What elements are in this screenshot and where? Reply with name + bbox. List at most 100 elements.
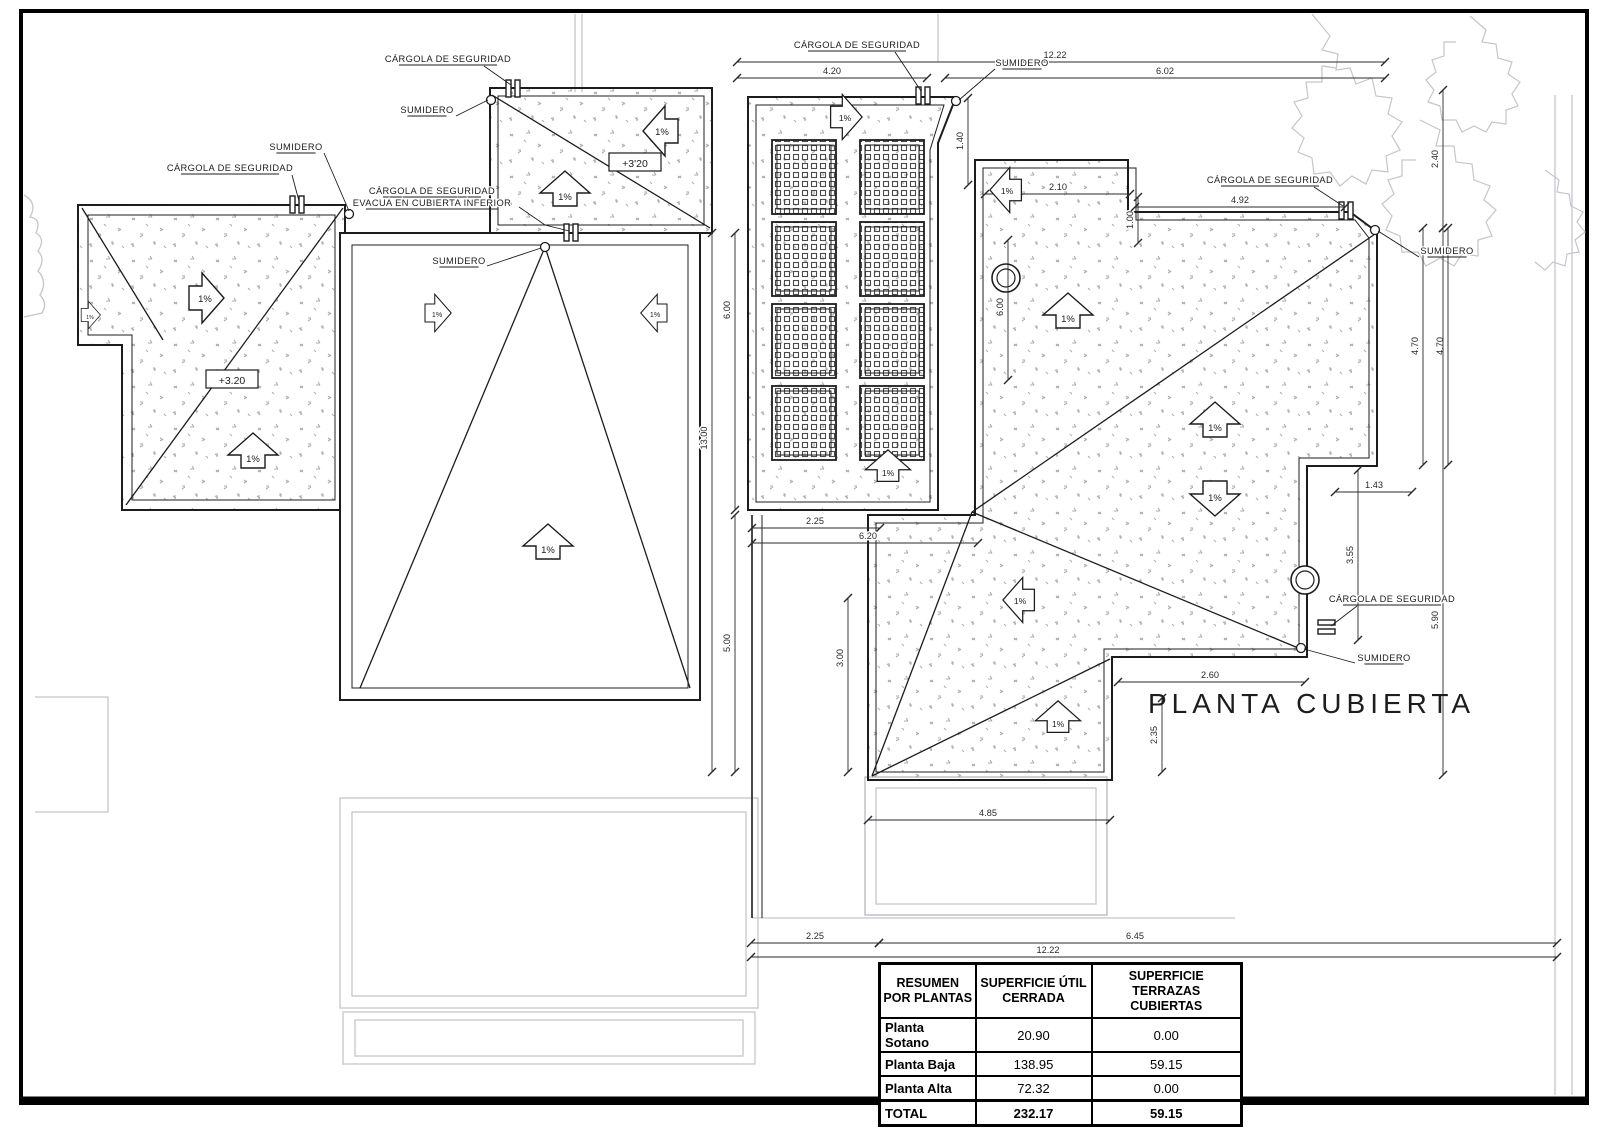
dimension-label: 2.10 <box>1049 182 1067 192</box>
lower-terrace-edge <box>751 515 763 918</box>
slope-label: 1% <box>558 192 572 203</box>
roof-top-middle <box>489 87 713 234</box>
slope-label: 1% <box>650 311 661 319</box>
annotation-label: CÁRGOLA DE SEGURIDAD <box>167 163 293 173</box>
skylight <box>771 221 837 297</box>
slope-label: 1% <box>1001 186 1014 196</box>
annotation-label: SUMIDERO <box>400 105 453 115</box>
dimension: 1.43 <box>1330 479 1417 497</box>
slope-arrow: 1% <box>829 92 863 142</box>
annotation: CÁRGOLA DE SEGURIDAD <box>166 162 300 202</box>
dimension: 4.20 <box>732 65 932 83</box>
slope-arrow: 1% <box>1188 480 1242 517</box>
slope-arrow: 1% <box>1033 700 1083 734</box>
dimension: 6.00 <box>994 235 1013 385</box>
table-total-row: TOTAL 232.17 59.15 <box>878 1099 1243 1127</box>
dimension-label: 5.00 <box>722 634 732 652</box>
vegetation-outline <box>1291 13 1586 271</box>
dimension-label: 3.00 <box>835 649 845 667</box>
skylight <box>859 139 925 215</box>
dimension-label: 4.70 <box>1435 337 1445 355</box>
slope-label: 1% <box>1052 719 1065 729</box>
dimension: 13.00 <box>698 228 717 777</box>
dimension: 2.25 <box>746 930 884 948</box>
dimension: 12.22 <box>746 944 1562 962</box>
annotation-label: CÁRGOLA DE SEGURIDAD <box>369 186 495 196</box>
header-resumen: RESUMEN POR PLANTAS <box>878 962 977 1020</box>
dimension-label: 12.22 <box>1037 945 1060 955</box>
table-row: Planta Alta 72.32 0.00 <box>878 1075 1243 1102</box>
total-util: 232.17 <box>974 1099 1093 1127</box>
slope-arrow: 1% <box>1188 401 1242 438</box>
annotation-label: SUMIDERO <box>995 58 1048 68</box>
row-label: Planta Sotano <box>878 1017 977 1054</box>
slope-arrow: 1% <box>521 523 575 560</box>
annotation-layer: CÁRGOLA DE SEGURIDAD SUMIDERO SUMIDERO CÁRG… <box>166 39 1475 665</box>
level-marker: +3'20 <box>608 152 662 172</box>
level-label: +3'20 <box>622 158 648 170</box>
annotation: SUMIDERO <box>1303 648 1412 665</box>
dimension-label: 4.92 <box>1231 195 1249 205</box>
slope-arrow: 1% <box>188 271 225 325</box>
level-marker-layer: +3.20 +3'20 <box>205 152 662 389</box>
dimension-label: 3.55 <box>1345 546 1355 564</box>
level-marker: +3.20 <box>205 369 259 389</box>
drain-symbols <box>343 94 1381 654</box>
annotation-label: SUMIDERO <box>1357 653 1410 663</box>
dimension: 6.20 <box>747 530 983 548</box>
dimension: 3.00 <box>834 593 853 777</box>
dimension-label: 6.00 <box>722 301 732 319</box>
row-label: Planta Alta <box>878 1075 977 1102</box>
row-terrazas: 0.00 <box>1090 1075 1243 1102</box>
row-label: Planta Baja <box>878 1051 977 1078</box>
skylight <box>771 385 837 461</box>
skylight <box>859 385 925 461</box>
dimension: 3.55 <box>1344 465 1363 645</box>
table-row: Planta Sotano 20.90 0.00 <box>878 1017 1243 1054</box>
dimension-label: 4.70 <box>1410 337 1420 355</box>
dimension-label: 2.25 <box>806 516 824 526</box>
slope-label: 1% <box>839 113 852 123</box>
sheet-frame <box>19 9 1589 1105</box>
dimension-label: 6.45 <box>1126 931 1144 941</box>
dimension-label: 2.40 <box>1430 150 1440 168</box>
slope-arrow: 1% <box>1002 575 1036 625</box>
slope-label: 1% <box>432 311 443 319</box>
dimension: 6.02 <box>940 65 1390 83</box>
row-terrazas: 59.15 <box>1090 1051 1243 1078</box>
dimension-label: 13.00 <box>699 427 709 450</box>
dimension: 4.70 <box>1409 223 1428 470</box>
roof-right <box>867 159 1378 781</box>
dimension-label: 1.00 <box>1125 211 1135 229</box>
dimension-label: 2.25 <box>806 931 824 941</box>
summary-header-row: RESUMEN POR PLANTAS SUPERFICIE ÚTIL CERR… <box>878 962 1243 1020</box>
dimension: 4.70 <box>1434 223 1453 470</box>
slope-arrow: 1% <box>640 292 668 334</box>
dimension-label: 1.40 <box>955 132 965 150</box>
annotation: SUMIDERO <box>268 141 350 212</box>
dimension-label: 12.22 <box>1044 50 1067 60</box>
annotation-label: SUMIDERO <box>269 142 322 152</box>
roof-top-left <box>77 204 346 511</box>
annotation-label: CÁRGOLA DE SEGURIDAD <box>385 54 511 64</box>
slope-arrow: 1% <box>538 170 592 207</box>
dimension: 6.45 <box>874 930 1562 948</box>
header-superficie-terrazas: SUPERFICIE TERRAZAS CUBIERTAS <box>1090 962 1243 1020</box>
table-row: Planta Baja 138.95 59.15 <box>878 1051 1243 1078</box>
annotation: SUMIDERO <box>399 99 489 117</box>
dimension-label: 5.90 <box>1430 611 1440 629</box>
skylight <box>771 139 837 215</box>
slope-label: 1% <box>882 468 895 478</box>
row-util: 20.90 <box>974 1017 1093 1054</box>
slope-arrow-layer: 1%1%1%1%1%1%1%1%1%1%1%1%1%1%1%1% <box>80 92 1242 734</box>
annotation: SUMIDERO <box>958 57 1050 101</box>
annotation-label: CÁRGOLA DE SEGURIDAD <box>1329 594 1455 604</box>
vent-circle <box>1290 565 1320 595</box>
dimension-label: 4.20 <box>823 66 841 76</box>
slope-label: 1% <box>198 294 212 305</box>
slope-arrow: 1% <box>1041 292 1095 329</box>
header-superficie-util: SUPERFICIE ÚTIL CERRADA <box>974 962 1093 1020</box>
dimension: 2.60 <box>1113 669 1310 687</box>
